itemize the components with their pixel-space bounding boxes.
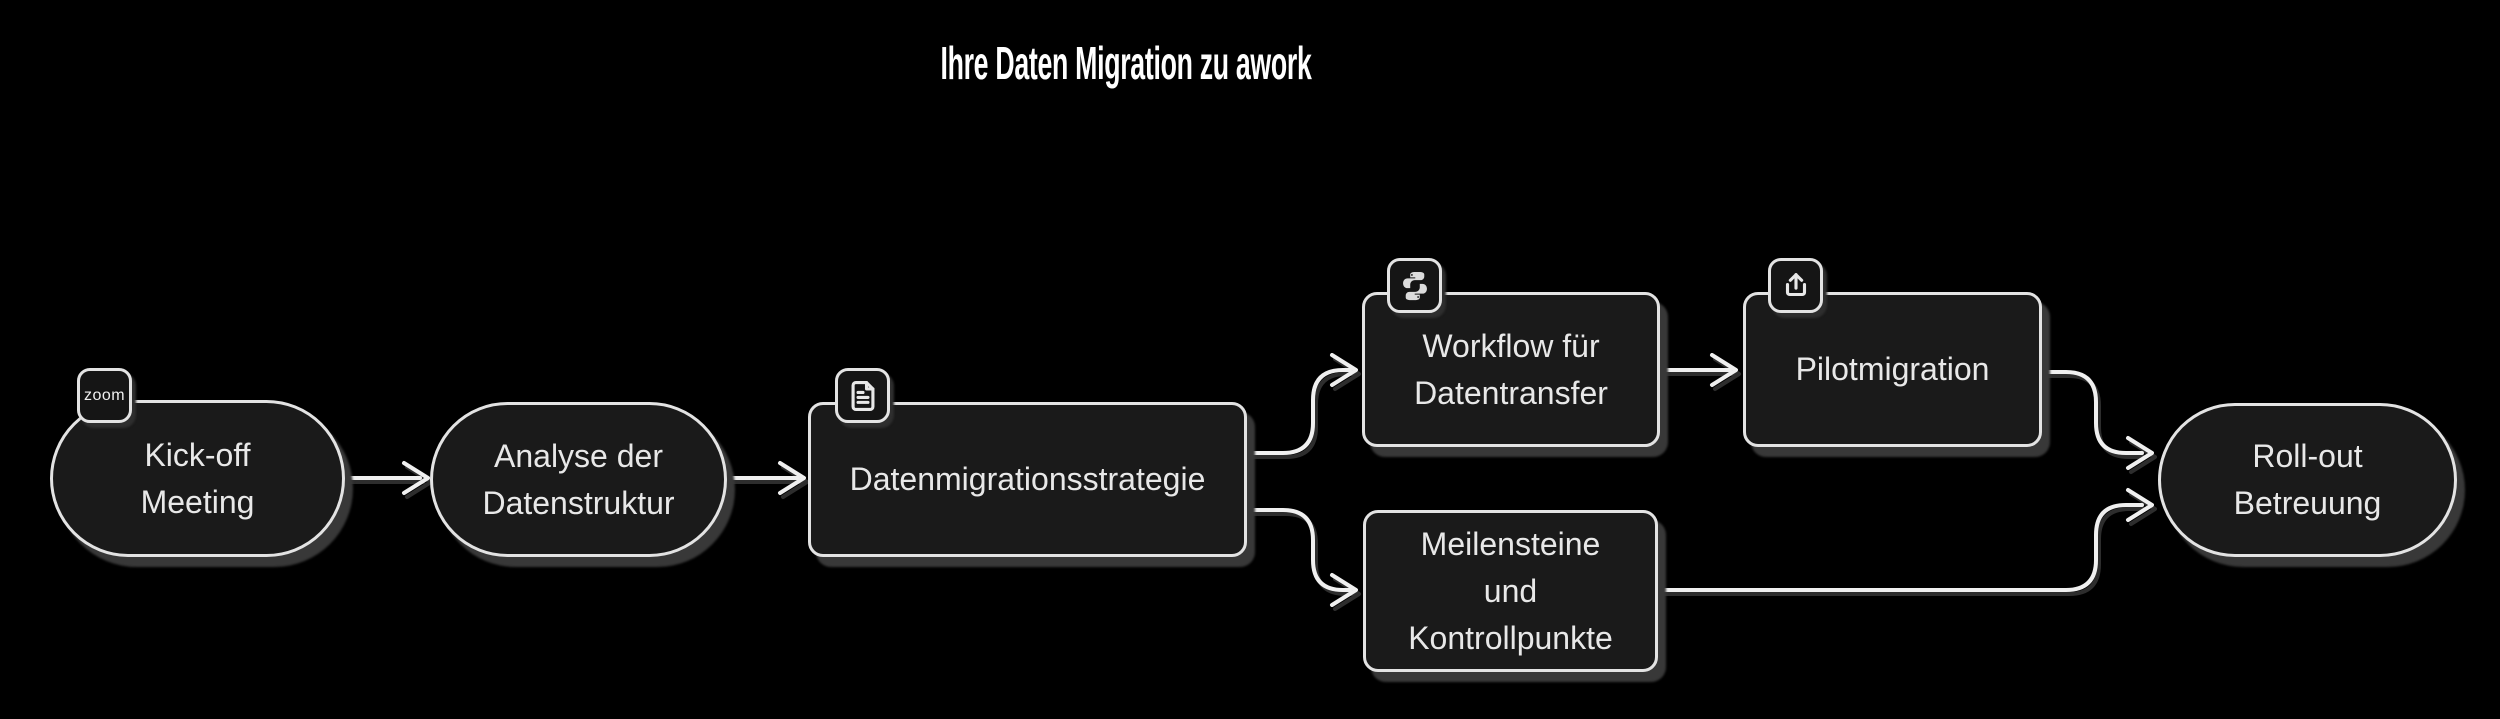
node-label-line: Betreuung [2233, 485, 2382, 521]
diagram-title-text: Ihre Daten Migration zu awork [940, 37, 1312, 89]
node-label-line: Kontrollpunkte [1408, 619, 1613, 656]
edge-meilensteine-rollout [1656, 488, 2154, 592]
python-icon [1387, 258, 1442, 313]
node-label-line: Workflow für [1422, 327, 1600, 364]
node-label-line: Roll-out [2252, 438, 2363, 474]
node-meilensteine-kontrollpunkte: Meilensteine und Kontrollpunkte [1363, 510, 1658, 672]
edge-kickoff-analyse [343, 461, 430, 495]
node-workflow-datentransfer: Workflow für Datentransfer [1362, 292, 1660, 447]
node-label-line: Meeting [140, 483, 255, 520]
node-pilotmigration: Pilotmigration [1743, 292, 2042, 447]
node-analyse-datenstruktur: Analyse der Datenstruktur [430, 402, 727, 557]
edge-strategie-meilensteine [1245, 508, 1358, 607]
zoom-logo-text: zoom [83, 386, 126, 404]
diagram-title: Ihre Daten Migration zu awork [806, 40, 1446, 86]
node-rollout-betreuung: Roll-out Betreuung [2158, 403, 2457, 557]
node-label-line: Pilotmigration [1795, 351, 1990, 387]
edge-workflow-pilot [1658, 353, 1738, 387]
upload-icon [1768, 258, 1823, 313]
node-label-line: Datenmigrationsstrategie [849, 461, 1206, 497]
node-datenmigrationsstrategie: Datenmigrationsstrategie [808, 402, 1247, 557]
node-label-line: Meilensteine [1420, 525, 1601, 562]
node-label-line: Datenstruktur [482, 484, 675, 521]
node-kickoff-meeting: Kick-off Meeting [50, 400, 345, 557]
zoom-logo-badge: zoom [77, 368, 132, 423]
edge-pilot-rollout [2040, 370, 2154, 470]
file-text-icon [835, 368, 890, 423]
node-label-line: Analyse der [494, 437, 663, 474]
node-label-line: Kick-off [144, 436, 251, 473]
edge-analyse-strategie [725, 461, 806, 495]
node-label-line: und [1483, 572, 1538, 609]
edge-strategie-workflow [1245, 353, 1358, 455]
node-label-line: Datentransfer [1414, 374, 1608, 411]
